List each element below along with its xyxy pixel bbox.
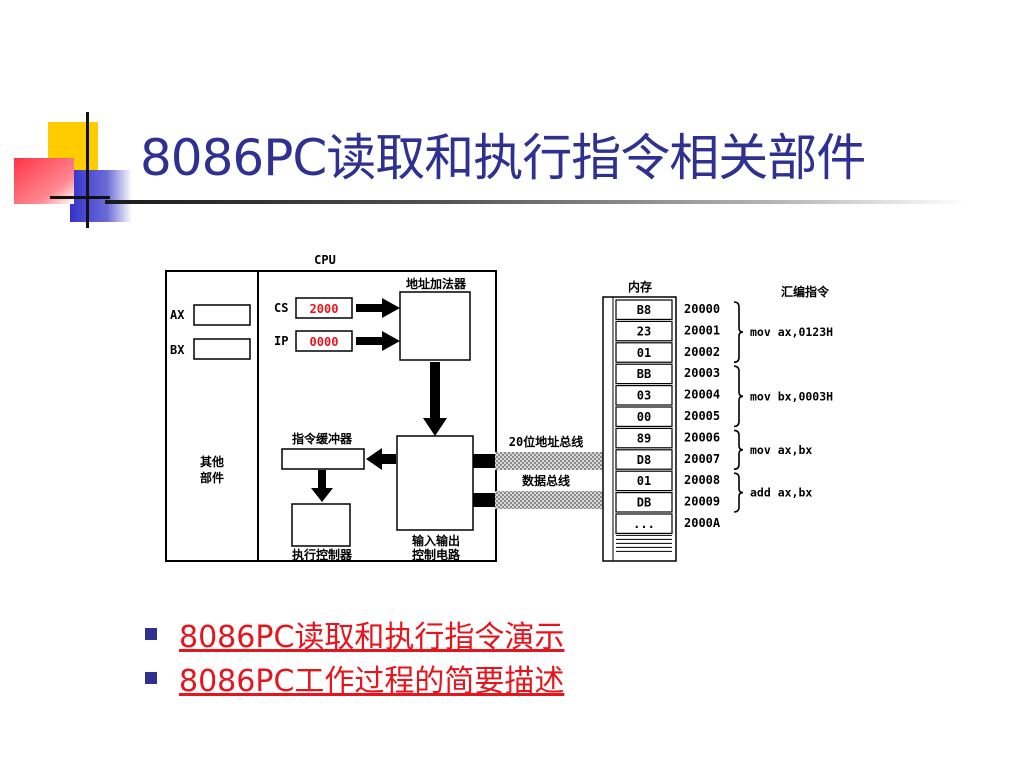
address-bus (495, 452, 603, 470)
memory-cell (615, 427, 673, 449)
io-to-buffer-arrow (366, 448, 396, 470)
memory-cell (615, 342, 673, 363)
memory-cell (615, 513, 673, 534)
demo-link[interactable]: 8086PC读取和执行指令演示 (179, 620, 565, 655)
link-row-description: 8086PC工作过程的简要描述 (145, 656, 564, 700)
decoration-horizontal-line (50, 196, 110, 199)
address-labels: 20000 20001 20002 20003 20004 20005 20006 20007… (684, 302, 721, 530)
other-parts-label: 其他 (200, 454, 224, 469)
memory-cell-value: BB (637, 367, 651, 381)
brace-icon (733, 301, 744, 363)
description-link[interactable]: 8086PC工作过程的简要描述 (179, 664, 565, 699)
adder-label: 地址加法器 (406, 276, 467, 291)
cs-register (295, 297, 353, 319)
bx-label: BX (170, 343, 185, 357)
other-parts-label-2: 部件 (200, 470, 224, 485)
ip-register (295, 330, 353, 352)
memory-cell-value: 01 (637, 346, 651, 360)
memory-cell-value: 89 (637, 431, 651, 445)
memory-address: 20003 (684, 366, 720, 380)
asm-instruction: add ax,bx (750, 486, 812, 500)
page-title: 8086PC读取和执行指令相关部件 (140, 129, 866, 187)
memory-cell (615, 363, 673, 385)
memory-address: 20002 (684, 345, 720, 359)
link-row-demo: 8086PC读取和执行指令演示 (145, 612, 564, 656)
asm-instruction: mov bx,0003H (750, 389, 833, 403)
ip-value: 0000 (310, 335, 339, 349)
memory-cell-value: 03 (637, 389, 651, 403)
memory-address: 20008 (684, 473, 720, 487)
asm-instruction: mov ax,0123H (750, 325, 833, 339)
memory-address: 20009 (684, 495, 720, 509)
cpu-box (165, 270, 497, 562)
other-parts-line: 其他 (200, 454, 224, 469)
io-circuit-label-2: 控制电路 (412, 547, 461, 562)
data-bus-label: 数据总线 (522, 473, 570, 488)
memory-cell (615, 320, 673, 342)
bullet-icon (145, 628, 157, 640)
memory-cell-value: 01 (637, 474, 651, 488)
cs-value: 2000 (310, 302, 339, 316)
memory-cell-value: 23 (637, 324, 651, 338)
exec-controller-box (291, 503, 351, 547)
adder-box (399, 291, 471, 361)
cs-to-adder-arrow (356, 298, 400, 318)
memory-address: 20004 (684, 388, 720, 402)
brace-icon (733, 429, 744, 470)
bx-register (193, 338, 251, 360)
memory-cell (615, 492, 673, 513)
title-divider (105, 200, 965, 204)
memory-cell (615, 299, 673, 320)
ip-label: IP (274, 334, 288, 348)
instr-buffer-box (281, 448, 365, 470)
memory-address: 20000 (684, 302, 720, 316)
data-bus-connector (473, 493, 495, 507)
link-list: 8086PC读取和执行指令演示 8086PC工作过程的简要描述 (145, 612, 564, 700)
brace-icon (733, 472, 744, 513)
cs-label: CS (274, 301, 288, 315)
memory-cell-value: DB (637, 496, 651, 510)
memory-cell-value: D8 (637, 453, 651, 467)
memory-cell-value: 00 (637, 410, 651, 424)
address-bus-connector (473, 454, 495, 468)
instr-buffer-label: 指令缓冲器 (292, 431, 353, 446)
memory-cell-value: B8 (637, 303, 651, 317)
cpu-label: CPU (314, 253, 336, 267)
ax-label: AX (170, 308, 185, 322)
brace-icon (733, 365, 744, 428)
exec-controller-label: 执行控制器 (292, 547, 353, 562)
memory-address: 20001 (684, 323, 720, 337)
memory-address: 20007 (684, 452, 720, 466)
memory-cells: B82301BB030089D801DB... (615, 299, 673, 534)
memory-address: 2000A (684, 516, 721, 530)
ip-to-adder-arrow (356, 331, 400, 351)
memory-address: 20006 (684, 430, 720, 444)
io-circuit-label: 输入输出 (412, 533, 460, 548)
decoration-vertical-line (86, 112, 89, 228)
bullet-icon (145, 672, 157, 684)
memory-cell (615, 449, 673, 470)
memory-cell (615, 470, 673, 492)
memory-cell (615, 406, 673, 427)
memory-cell (615, 385, 673, 406)
ax-register (193, 304, 251, 326)
memory-tail-lines (616, 534, 672, 552)
cpu-memory-diagram: CPU AX BX 其他 部件 CS 2000 IP 0000 地址加法器 输入… (160, 248, 880, 578)
asm-instructions: mov ax,0123H mov bx,0003H mov ax,bx add ax,… (733, 301, 833, 513)
address-bus-label: 20位地址总线 (509, 434, 583, 449)
memory-address: 20005 (684, 409, 720, 423)
data-bus (495, 491, 603, 509)
io-circuit-box (396, 435, 474, 531)
buffer-to-exec-arrow (311, 470, 333, 502)
adder-to-io-arrow (423, 362, 447, 436)
asm-title: 汇编指令 (781, 284, 830, 299)
asm-instruction: mov ax,bx (750, 443, 812, 457)
memory-cell-value: ... (633, 517, 655, 531)
memory-title: 内存 (628, 279, 652, 294)
